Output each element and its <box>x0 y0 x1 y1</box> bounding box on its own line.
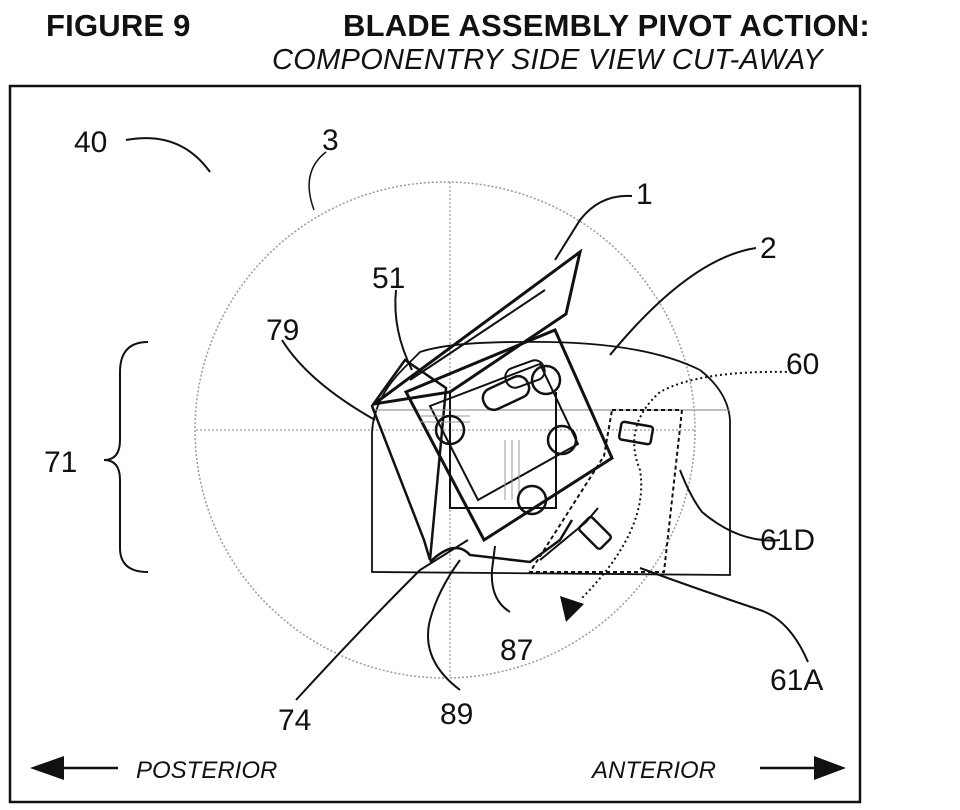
posterior-label: POSTERIOR <box>136 757 277 784</box>
figure-title: BLADE ASSEMBLY PIVOT ACTION: <box>343 8 870 43</box>
housing-body <box>371 340 731 576</box>
leader-2 <box>609 247 757 356</box>
anterior-arrowhead <box>814 756 846 780</box>
displaced-position-outline <box>528 409 684 573</box>
numeral-71: 71 <box>44 446 77 479</box>
blade-edge-line <box>409 289 546 381</box>
numeral-60: 60 <box>786 348 819 381</box>
blade <box>373 248 583 406</box>
numeral-61D: 61D <box>760 524 815 557</box>
lower-link <box>539 507 599 561</box>
leader-61A <box>639 567 809 663</box>
leader-74 <box>295 539 469 701</box>
posterior-arrowhead <box>30 756 64 780</box>
hatched-region <box>420 409 520 500</box>
slot-upper <box>504 359 546 389</box>
leader-3 <box>308 151 327 211</box>
pivot-pin-upper <box>530 364 562 396</box>
leader-51 <box>394 289 413 371</box>
numeral-51: 51 <box>372 262 405 295</box>
lock-detent-lower <box>578 516 612 550</box>
anterior-label: ANTERIOR <box>590 757 716 784</box>
lock-detent-upper <box>617 420 655 446</box>
base-foot <box>429 519 574 564</box>
pivot-pin-left <box>434 414 466 446</box>
inner-plate <box>428 362 580 502</box>
lower-block <box>449 392 557 509</box>
numeral-1: 1 <box>636 178 653 211</box>
pivot-pin-right <box>546 424 578 456</box>
numeral-3: 3 <box>322 124 339 157</box>
numeral-79: 79 <box>266 314 299 347</box>
numeral-2: 2 <box>760 232 777 265</box>
figure-frame <box>8 84 862 804</box>
numeral-87: 87 <box>500 634 533 667</box>
pivot-pin-lower <box>516 484 548 516</box>
posterior-bracket <box>370 358 448 561</box>
range-bracket <box>103 341 149 573</box>
leader-89 <box>427 559 461 691</box>
figure-subtitle: COMPONENTRY SIDE VIEW CUT-AWAY <box>272 44 823 76</box>
numeral-40: 40 <box>74 126 107 159</box>
leader-79 <box>281 339 376 421</box>
leader-61D <box>679 469 781 542</box>
leader-40 <box>125 137 211 173</box>
numeral-61A: 61A <box>770 664 823 697</box>
pivot-arrowhead <box>560 596 584 622</box>
leader-1 <box>554 194 633 261</box>
figure-label: FIGURE 9 <box>46 8 191 43</box>
leader-87 <box>490 545 511 613</box>
numeral-74: 74 <box>278 704 311 737</box>
pivot-range-circle <box>194 181 696 679</box>
carrier-plate <box>403 328 614 543</box>
numeral-89: 89 <box>440 698 473 731</box>
